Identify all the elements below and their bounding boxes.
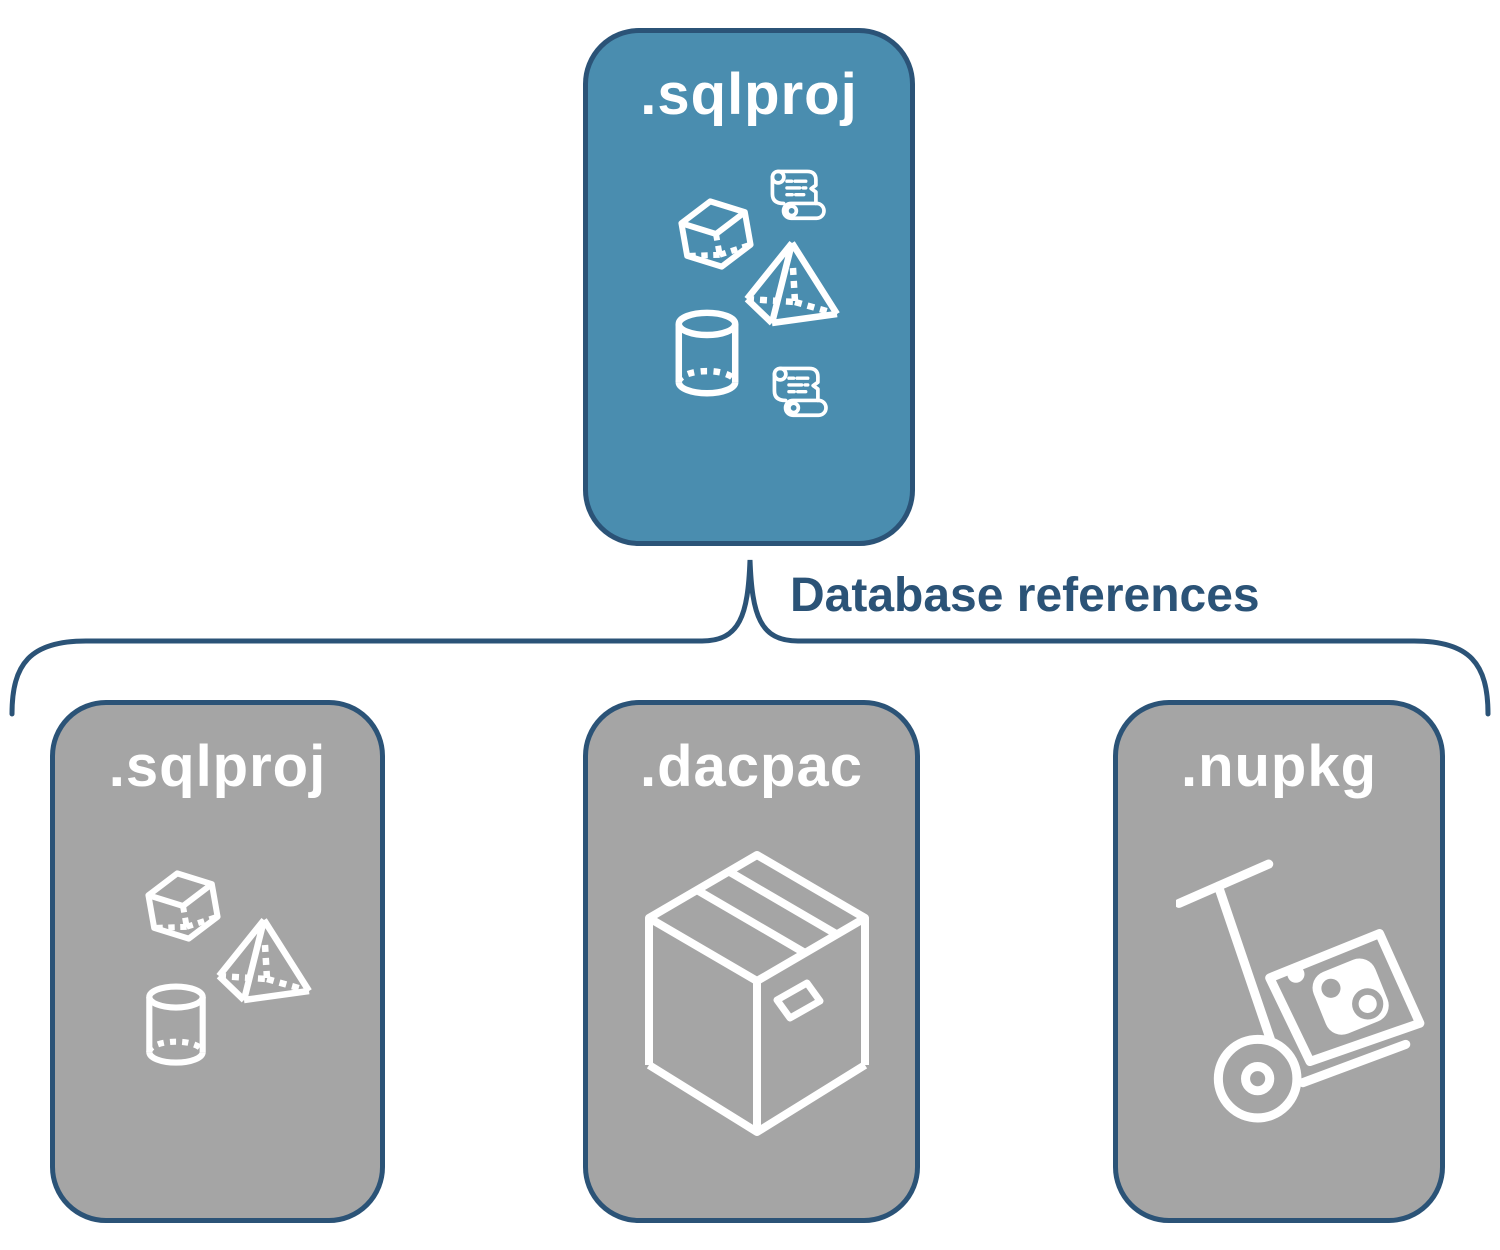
scroll-icon: [764, 163, 826, 225]
dacpac-card-title: .dacpac: [640, 734, 863, 799]
dacpac-card: .dacpac: [583, 700, 920, 1223]
nuget-handtruck-icon: [1176, 855, 1438, 1127]
nupkg-card: .nupkg: [1113, 700, 1445, 1223]
cylinder-icon: [141, 983, 211, 1067]
pyramid-icon: [738, 238, 846, 332]
nupkg-card-title: .nupkg: [1180, 734, 1378, 799]
scroll-icon: [766, 360, 828, 422]
database-references-label: Database references: [790, 569, 1260, 622]
package-box-icon: [637, 841, 877, 1141]
cylinder-icon: [670, 309, 744, 398]
sqlproj-bottom-card: .sqlproj: [50, 700, 385, 1223]
sqlproj-top-card-title: .sqlproj: [640, 62, 858, 127]
sqlproj-bottom-card-title: .sqlproj: [108, 734, 327, 799]
sqlproj-top-card: .sqlproj: [583, 28, 915, 546]
pyramid-icon: [210, 915, 318, 1009]
